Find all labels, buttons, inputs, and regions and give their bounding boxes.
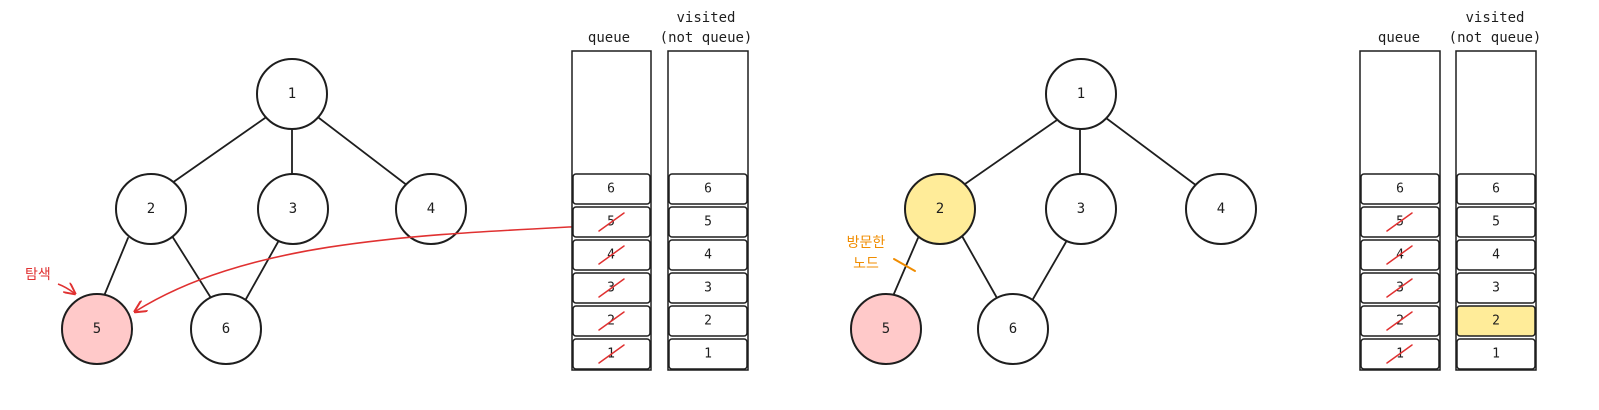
visited-cell: 3 bbox=[1492, 281, 1500, 296]
node-label: 6 bbox=[1009, 321, 1017, 337]
edge-2-6 bbox=[171, 235, 212, 299]
explore-arrow-icon bbox=[57, 284, 74, 293]
queue-header: queue bbox=[1378, 30, 1420, 46]
visited-cell: 3 bbox=[704, 281, 712, 296]
strike-mark bbox=[598, 245, 625, 265]
strike-mark bbox=[1386, 245, 1413, 265]
node-label: 1 bbox=[1077, 86, 1085, 102]
node-label: 5 bbox=[93, 321, 101, 337]
edge-2-6 bbox=[961, 235, 998, 299]
node-label: 4 bbox=[427, 201, 435, 217]
right-visited-cells: 6 5 4 3 2 1 bbox=[1456, 173, 1536, 370]
node-label: 3 bbox=[1077, 201, 1085, 217]
strike-mark bbox=[1386, 311, 1413, 331]
visited-column bbox=[667, 50, 749, 371]
right-node-1: 1 bbox=[1045, 58, 1117, 130]
queue-cell: 6 bbox=[607, 182, 615, 197]
left-queue-cells: 6 5 4 3 2 1 bbox=[572, 173, 651, 370]
edge-3-6 bbox=[1032, 241, 1067, 300]
node-label: 2 bbox=[936, 201, 944, 217]
visited-header-sub: (not queue) bbox=[660, 30, 753, 46]
left-node-5-exploring: 5 bbox=[61, 293, 133, 365]
right-edges bbox=[892, 117, 1198, 300]
right-node-4: 4 bbox=[1185, 173, 1257, 245]
visited-header: visited bbox=[1465, 10, 1524, 26]
visited-cell: 4 bbox=[1492, 248, 1500, 263]
queue-header: queue bbox=[588, 30, 630, 46]
right-node-3: 3 bbox=[1045, 173, 1117, 245]
left-node-1: 1 bbox=[256, 58, 328, 130]
queue-column bbox=[571, 50, 652, 371]
strike-mark bbox=[1386, 344, 1413, 364]
right-node-2-visited: 2 bbox=[904, 173, 976, 245]
visited-node-label-sub: 노드 bbox=[853, 256, 879, 272]
edge-1-4 bbox=[318, 117, 409, 187]
dequeue-arrow-icon bbox=[136, 225, 589, 311]
queue-column bbox=[1359, 50, 1441, 371]
visited-cell: 5 bbox=[704, 215, 712, 230]
cut-mark-icon bbox=[893, 258, 916, 272]
visited-cell: 6 bbox=[704, 182, 712, 197]
left-node-6: 6 bbox=[190, 293, 262, 365]
visited-column bbox=[1455, 50, 1537, 371]
left-node-3: 3 bbox=[257, 173, 329, 245]
visited-cell: 2 bbox=[704, 314, 712, 329]
node-label: 2 bbox=[147, 201, 155, 217]
strike-mark bbox=[598, 344, 625, 364]
strike-mark bbox=[598, 212, 625, 232]
visited-cell: 1 bbox=[1492, 347, 1500, 362]
edge-1-4 bbox=[1105, 117, 1198, 187]
node-label: 3 bbox=[289, 201, 297, 217]
node-label: 6 bbox=[222, 321, 230, 337]
edge-2-5 bbox=[892, 237, 919, 297]
visited-cell: 6 bbox=[1492, 182, 1500, 197]
visited-node-label: 방문한 bbox=[847, 235, 886, 251]
node-label: 4 bbox=[1217, 201, 1225, 217]
visited-cell: 1 bbox=[704, 347, 712, 362]
visited-header-sub: (not queue) bbox=[1449, 30, 1542, 46]
left-node-2: 2 bbox=[115, 173, 187, 245]
visited-header: visited bbox=[676, 10, 735, 26]
left-node-4: 4 bbox=[395, 173, 467, 245]
strike-mark bbox=[1386, 212, 1413, 232]
visited-cell-highlighted: 2 bbox=[1492, 314, 1500, 329]
queue-cell: 6 bbox=[1396, 182, 1404, 197]
left-edges bbox=[103, 117, 409, 300]
node-label: 5 bbox=[882, 321, 890, 337]
right-node-6: 6 bbox=[977, 293, 1049, 365]
visited-cell: 5 bbox=[1492, 215, 1500, 230]
edge-1-2 bbox=[171, 117, 266, 184]
right-panel: 1 2 3 4 5 6 방문한 노드 queue 6 bbox=[847, 10, 1542, 371]
left-panel: 1 2 3 4 5 6 탐색 queue bbox=[25, 10, 753, 371]
edge-1-2 bbox=[964, 119, 1058, 185]
visited-cell: 4 bbox=[704, 248, 712, 263]
explore-label: 탐색 bbox=[25, 267, 51, 283]
right-queue-cells: 6 5 4 3 2 1 bbox=[1360, 173, 1440, 370]
strike-mark bbox=[1386, 278, 1413, 298]
left-visited-cells: 6 5 4 3 2 1 bbox=[668, 173, 748, 370]
strike-mark bbox=[598, 278, 625, 298]
edge-2-5 bbox=[103, 237, 129, 297]
edge-3-6 bbox=[245, 241, 279, 300]
node-label: 1 bbox=[288, 86, 296, 102]
strike-mark bbox=[598, 311, 625, 331]
right-node-5: 5 bbox=[850, 293, 922, 365]
